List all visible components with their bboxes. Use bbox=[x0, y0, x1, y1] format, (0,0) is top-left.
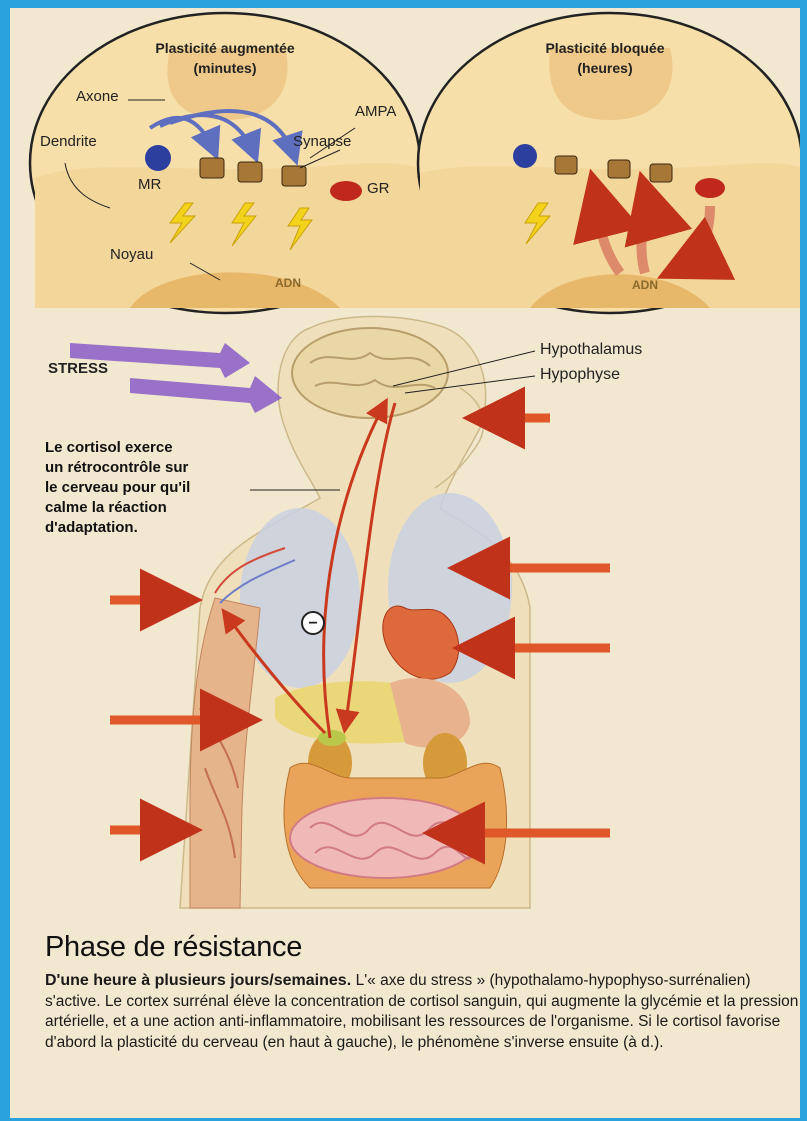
intestine-shape bbox=[290, 798, 480, 878]
note-line: un rétrocontrôle sur bbox=[45, 458, 275, 478]
section-heading: Phase de résistance bbox=[45, 931, 302, 964]
hypothalamus-label: Hypothalamus bbox=[540, 341, 642, 359]
noyau-label: Noyau bbox=[110, 246, 153, 263]
synapse-label: Synapse bbox=[293, 133, 351, 150]
dendrite-label: Dendrite bbox=[40, 133, 97, 150]
hypophyse-label: Hypophyse bbox=[540, 366, 620, 384]
note-line: calme la réaction bbox=[45, 498, 275, 518]
human-body bbox=[180, 316, 530, 908]
note-line: d'adaptation. bbox=[45, 518, 275, 538]
axone-label: Axone bbox=[76, 88, 119, 105]
left-title-line1: Plasticité augmentée bbox=[125, 38, 325, 58]
feedback-sign: − bbox=[308, 615, 317, 632]
right-circle-title: Plasticité bloquée (heures) bbox=[505, 38, 705, 78]
ampa-label: AMPA bbox=[355, 103, 396, 120]
right-title-line2: (heures) bbox=[505, 58, 705, 78]
cortisol-feedback-note: Le cortisol exerce un rétrocontrôle sur … bbox=[45, 438, 275, 538]
adn-label-right: ADN bbox=[632, 278, 658, 292]
adrenal-gland bbox=[318, 730, 346, 746]
caption-paragraph: D'une heure à plusieurs jours/semaines. … bbox=[45, 971, 800, 1053]
note-line: Le cortisol exerce bbox=[45, 438, 275, 458]
mr-label: MR bbox=[138, 176, 161, 193]
stress-label: STRESS bbox=[48, 360, 108, 377]
caption-lead: D'une heure à plusieurs jours/semaines. bbox=[45, 972, 356, 989]
right-title-line1: Plasticité bloquée bbox=[505, 38, 705, 58]
left-title-line2: (minutes) bbox=[125, 58, 325, 78]
brain-shape bbox=[292, 328, 448, 418]
note-line: le cerveau pour qu'il bbox=[45, 478, 275, 498]
stress-arrows bbox=[70, 343, 282, 413]
gr-receptor-icon bbox=[330, 181, 362, 201]
gr-label: GR bbox=[367, 180, 390, 197]
infographic-page: − Plasticité augmentée (minutes) Axone A… bbox=[10, 8, 800, 1118]
left-circle-title: Plasticité augmentée (minutes) bbox=[125, 38, 325, 78]
mr-receptor-icon bbox=[145, 145, 171, 171]
adn-label-left: ADN bbox=[275, 276, 301, 290]
